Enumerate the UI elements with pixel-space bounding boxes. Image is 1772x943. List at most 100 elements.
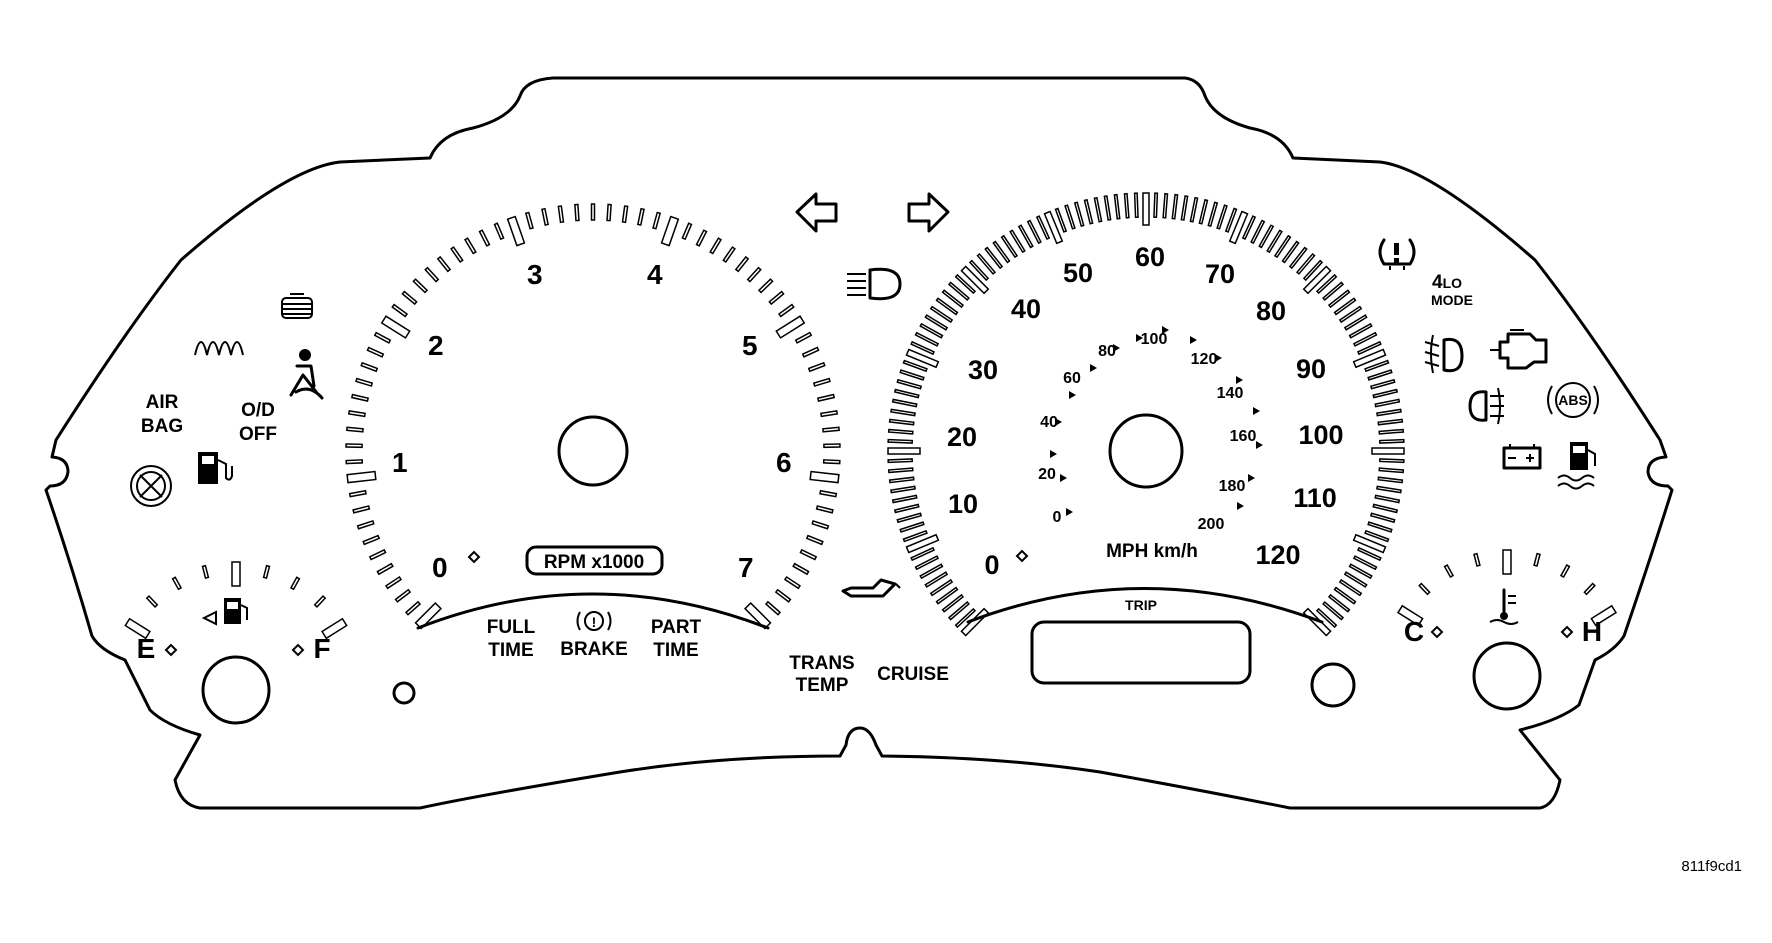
fuel-tick: [171, 576, 183, 591]
speed-tick: [1348, 322, 1373, 339]
speed-tick: [1343, 314, 1368, 331]
tach-tick: [660, 215, 680, 247]
tach-tick: [823, 443, 841, 449]
speed-tick: [1281, 240, 1300, 264]
mph-30: 30: [968, 355, 998, 385]
speed-tick: [888, 418, 915, 426]
speed-tick: [1288, 246, 1308, 270]
mode-label: MODE: [1431, 292, 1473, 308]
speed-tick: [1043, 210, 1064, 245]
tach-tick: [356, 520, 375, 530]
speed-tick: [976, 252, 997, 275]
speed-tick: [1216, 204, 1228, 230]
kmh-arrow-markers: [1050, 326, 1263, 516]
kmh-40: 40: [1040, 414, 1058, 431]
kmh-arrow: [1237, 502, 1244, 510]
tach-tick: [775, 315, 806, 339]
tach-tick: [478, 229, 491, 247]
kmh-140: 140: [1217, 385, 1244, 402]
speed-tick: [992, 240, 1011, 264]
speed-tick: [935, 586, 959, 605]
speed-tick: [1377, 418, 1404, 426]
speed-tick: [896, 378, 923, 390]
svg-text:!: !: [592, 614, 597, 630]
fuel-door-side-arrow: [201, 610, 217, 626]
speed-tick: [1372, 388, 1399, 399]
speed-tick: [899, 369, 925, 381]
mph-70: 70: [1205, 259, 1235, 289]
speed-tick: [1258, 224, 1275, 249]
tach-tick: [606, 203, 612, 222]
tach-tick: [768, 290, 785, 306]
speed-tick: [910, 546, 936, 562]
tire-pressure-icon: [1378, 238, 1416, 270]
tach-tick: [783, 575, 802, 590]
speed-tick: [1054, 207, 1068, 233]
fuel-tick: [289, 576, 301, 591]
speed-tick: [1338, 305, 1363, 324]
tach-tick: [506, 215, 526, 247]
speed-tick: [968, 259, 990, 282]
speed-tick: [1333, 297, 1357, 316]
temp-h-diamond: [1560, 625, 1574, 639]
mph-110: 110: [1293, 483, 1337, 513]
speed-tick: [1083, 198, 1094, 225]
speed-tick: [1302, 265, 1332, 295]
tach-tick: [347, 410, 366, 418]
speed-tick: [1026, 219, 1042, 245]
od-off-line2: OFF: [239, 424, 277, 445]
speed-tick: [896, 512, 923, 524]
kmh-arrow: [1136, 334, 1143, 342]
tachometer-tick-marks: [345, 203, 841, 630]
high-beam-icon: [847, 267, 902, 301]
speed-tick: [893, 503, 920, 514]
speed-tick: [929, 305, 954, 324]
mph-zero-diamond: [1015, 549, 1029, 563]
tach-tick: [819, 489, 838, 498]
kmh-60: 60: [1063, 370, 1081, 387]
tach-tick: [822, 459, 841, 465]
speed-tick: [1162, 192, 1169, 219]
left-turn-arrow-icon: [795, 192, 838, 233]
speed-tick: [954, 607, 977, 629]
speed-tick: [1228, 210, 1249, 245]
kmh-arrow: [1215, 354, 1222, 362]
speed-tick: [1369, 378, 1396, 390]
tach-numeral-2: 2: [428, 330, 444, 361]
speed-tick: [1035, 215, 1051, 241]
speed-tick: [1364, 529, 1390, 543]
speed-tick: [1356, 546, 1382, 562]
speed-tick: [887, 447, 921, 455]
speed-tick: [893, 388, 920, 399]
tach-tick: [424, 266, 440, 283]
speed-tick: [1367, 521, 1393, 533]
speed-tick: [1364, 359, 1390, 373]
tach-tick: [695, 229, 708, 247]
trans-temp-line2: TEMP: [796, 675, 849, 696]
fuel-tick: [145, 595, 159, 608]
fuel-gauge-pump-icon: [224, 598, 248, 624]
tach-tick: [391, 303, 409, 318]
tach-tick: [757, 278, 774, 294]
tach-tick: [360, 361, 379, 373]
tach-tick: [807, 361, 826, 373]
brake-circle-icon: !: [576, 611, 612, 631]
tach-numeral-1: 1: [392, 447, 408, 478]
fuel-e-label: E: [137, 633, 156, 664]
tach-tick: [636, 207, 645, 226]
speed-tick: [1093, 196, 1103, 223]
speed-tick: [914, 555, 940, 571]
speed-tick: [1378, 428, 1405, 435]
abs-icon: ABS: [1547, 382, 1599, 418]
kmh-arrow: [1113, 344, 1120, 352]
speed-tick: [899, 521, 925, 533]
speed-tick: [1315, 273, 1338, 295]
tach-tick: [746, 266, 762, 283]
fuel-water-icon: [1557, 442, 1596, 490]
speed-tick: [1348, 563, 1373, 580]
tach-tick: [816, 393, 836, 402]
speed-tick: [1266, 229, 1283, 254]
speed-tick: [905, 348, 940, 369]
tach-tick: [774, 588, 792, 603]
